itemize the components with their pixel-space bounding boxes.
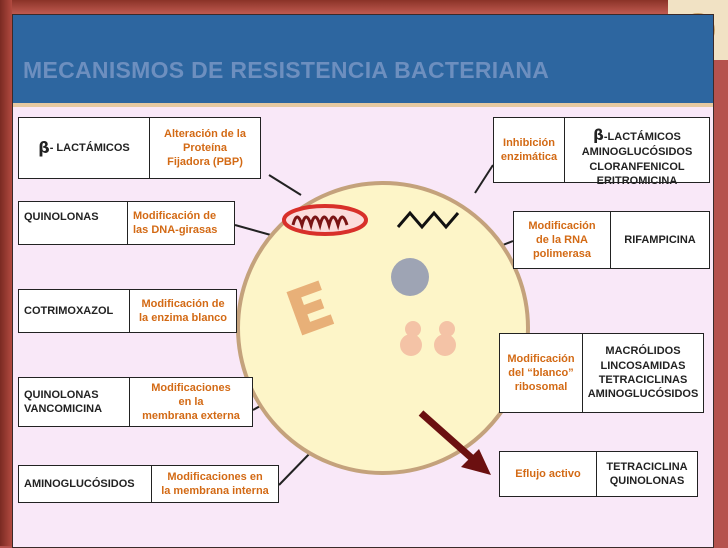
slide: MECANISMOS DE RESISTENCIA BACTERIANA xyxy=(12,14,714,548)
ribosome-icon xyxy=(434,321,456,356)
drug-box-cotrimoxazol: COTRIMOXAZOL xyxy=(18,289,130,333)
mechanism-box-blanco-ribosomal: Modificación del “blanco” ribosomal xyxy=(499,333,583,413)
connector-line-membrana-interna xyxy=(278,449,314,486)
drug-box-quinolonas: QUINOLONAS xyxy=(18,201,128,245)
mechanism-box-membrana-externa: Modificaciones en la membrana externa xyxy=(129,377,253,427)
connector-line-pbp xyxy=(268,174,302,196)
mechanism-box-dna-girasas: Modificación de las DNA-girasas xyxy=(127,201,235,245)
mechanism-box-inhibicion-enzimatica: Inhibición enzimática xyxy=(493,117,565,183)
drug-box-inhibicion-group: β-LACTÁMICOS AMINOGLUCÓSIDOS CLORANFENIC… xyxy=(564,117,710,187)
mitochondria-icon xyxy=(282,204,368,236)
nucleoid-icon xyxy=(391,258,429,296)
drug-box-eflujo-group: TETRACICLINA QUINOLONAS xyxy=(596,451,698,497)
mechanism-box-rna-polimerasa: Modificación de la RNA polimerasa xyxy=(513,211,611,269)
drug-box-beta-lactamicos: β - LACTÁMICOS xyxy=(18,117,150,179)
title-underline xyxy=(13,103,713,107)
efflux-arrow-icon xyxy=(418,410,491,475)
drug-box-ribosomal-group: MACRÓLIDOS LINCOSAMIDAS TETRACICLINAS AM… xyxy=(582,333,704,413)
slide-frame-top xyxy=(0,0,728,14)
slide-frame-left xyxy=(0,0,12,546)
connector-line-inhibicion xyxy=(474,164,494,194)
mechanism-box-enzima-blanco: Modificación de la enzima blanco xyxy=(129,289,237,333)
mechanism-box-eflujo-activo: Eflujo activo xyxy=(499,451,597,497)
beta-symbol: β xyxy=(38,137,50,157)
pbp-protein-icon xyxy=(286,280,335,336)
mechanism-box-membrana-interna: Modificaciones en la membrana interna xyxy=(151,465,279,503)
drug-box-aminoglucosidos: AMINOGLUCÓSIDOS xyxy=(18,465,152,503)
beta-symbol: β xyxy=(593,125,604,144)
bacterial-cell-diagram xyxy=(234,164,530,486)
drug-box-quinolonas-vancomicina: QUINOLONAS VANCOMICINA xyxy=(18,377,130,427)
plasmid-icon xyxy=(396,210,460,230)
title-band: MECANISMOS DE RESISTENCIA BACTERIANA xyxy=(13,15,713,107)
drug-box-rifampicina: RIFAMPICINA xyxy=(610,211,710,269)
page-title: MECANISMOS DE RESISTENCIA BACTERIANA xyxy=(23,57,550,83)
drug-list: -LACTÁMICOS AMINOGLUCÓSIDOS CLORANFENICO… xyxy=(581,130,693,188)
ribosome-icon xyxy=(400,321,422,356)
bacterial-cell xyxy=(236,181,530,475)
drug-label: - LACTÁMICOS xyxy=(49,141,130,154)
mechanism-box-pbp: Alteración de la Proteína Fijadora (PBP) xyxy=(149,117,261,179)
